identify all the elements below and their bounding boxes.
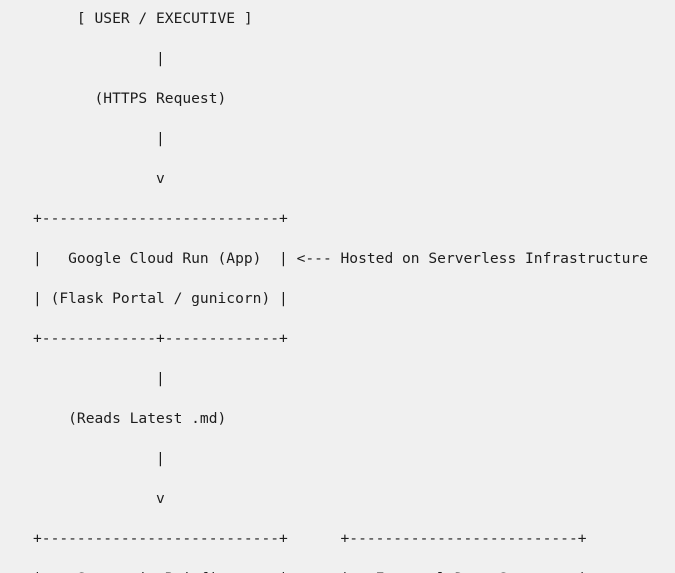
arrow-down: v	[33, 490, 165, 507]
box-border: +---------------------------+ +---------…	[33, 530, 587, 547]
box-border: +-------------+-------------+	[33, 330, 288, 347]
edge-label-https-request: (HTTPS Request)	[33, 90, 227, 107]
node-google-cloud-run: | Google Cloud Run (App) | <--- Hosted o…	[33, 250, 649, 267]
box-border: +---------------------------+	[33, 210, 288, 227]
node-google-cloud-run-sublabel: | (Flask Portal / gunicorn) |	[33, 290, 288, 307]
connector-line: |	[33, 370, 165, 387]
connector-line: |	[33, 450, 165, 467]
arrow-down: v	[33, 170, 165, 187]
node-user-executive: [ USER / EXECUTIVE ]	[33, 10, 253, 27]
connector-line: |	[33, 50, 165, 67]
node-strategic-briefing-and-external-data-source: | Strategic Briefing | <--- | External D…	[33, 569, 675, 573]
edge-label-reads-latest-md: (Reads Latest .md)	[33, 410, 227, 427]
connector-line: |	[33, 130, 165, 147]
